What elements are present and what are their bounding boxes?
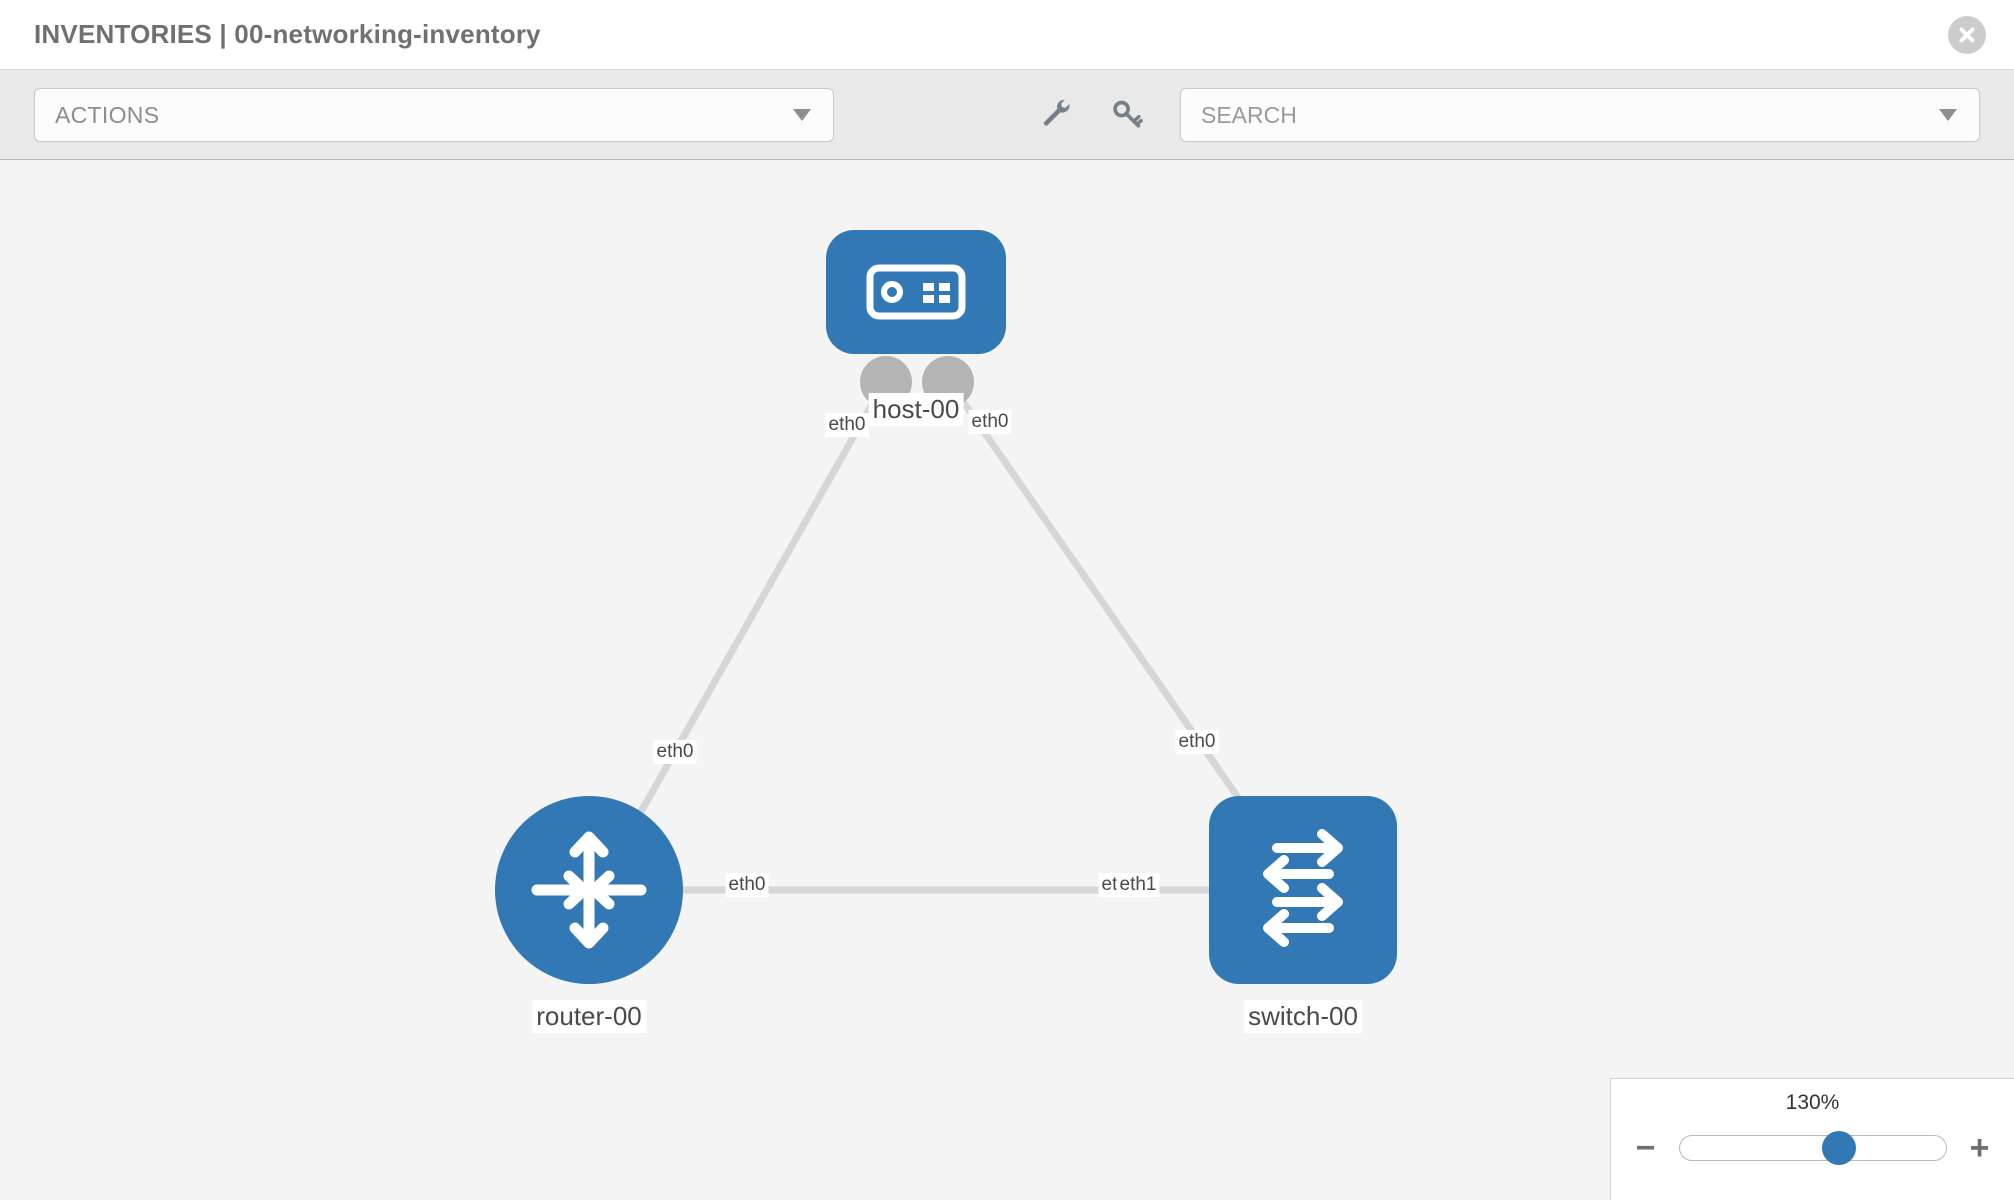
plus-icon[interactable]: +	[1969, 1129, 1990, 1167]
wrench-icon[interactable]	[1040, 96, 1074, 135]
topology-graph	[495, 230, 1397, 984]
link-host00-router00[interactable]	[621, 388, 884, 842]
toolbar: ACTIONS	[0, 70, 2014, 160]
socket-host00-eth0-left[interactable]	[860, 356, 912, 408]
node-router-00[interactable]	[495, 796, 683, 984]
actions-dropdown[interactable]: ACTIONS	[34, 88, 834, 142]
search-field[interactable]	[1180, 88, 1980, 142]
socket-host00-eth0-right[interactable]	[922, 356, 974, 408]
link-host00-switch00[interactable]	[952, 388, 1265, 834]
close-icon[interactable]	[1948, 15, 1986, 54]
toolbar-icon-group	[1040, 88, 1144, 142]
topology-links	[621, 388, 1265, 894]
zoom-slider-thumb[interactable]	[1822, 1131, 1857, 1165]
key-icon[interactable]	[1110, 96, 1144, 135]
page-header: INVENTORIES | 00-networking-inventory	[0, 0, 2014, 70]
zoom-level-value: 130%	[1785, 1091, 1840, 1114]
topology-canvas[interactable]: eth0 eth0 eth0 eth0 eth0 eth0 eth1 host-…	[0, 160, 2014, 1200]
page-title: INVENTORIES | 00-networking-inventory	[34, 19, 541, 49]
node-switch-00[interactable]	[1209, 796, 1397, 984]
chevron-down-icon	[793, 109, 811, 121]
minus-icon[interactable]: −	[1635, 1129, 1656, 1167]
node-host-00[interactable]	[826, 230, 1006, 354]
topology-sockets	[622, 356, 1266, 918]
chevron-down-icon[interactable]	[1939, 109, 1957, 121]
zoom-control: 130% − +	[1610, 1078, 2014, 1200]
zoom-slider[interactable]	[1678, 1131, 1947, 1165]
search-input[interactable]	[1201, 101, 1901, 129]
actions-dropdown-label: ACTIONS	[55, 101, 160, 128]
